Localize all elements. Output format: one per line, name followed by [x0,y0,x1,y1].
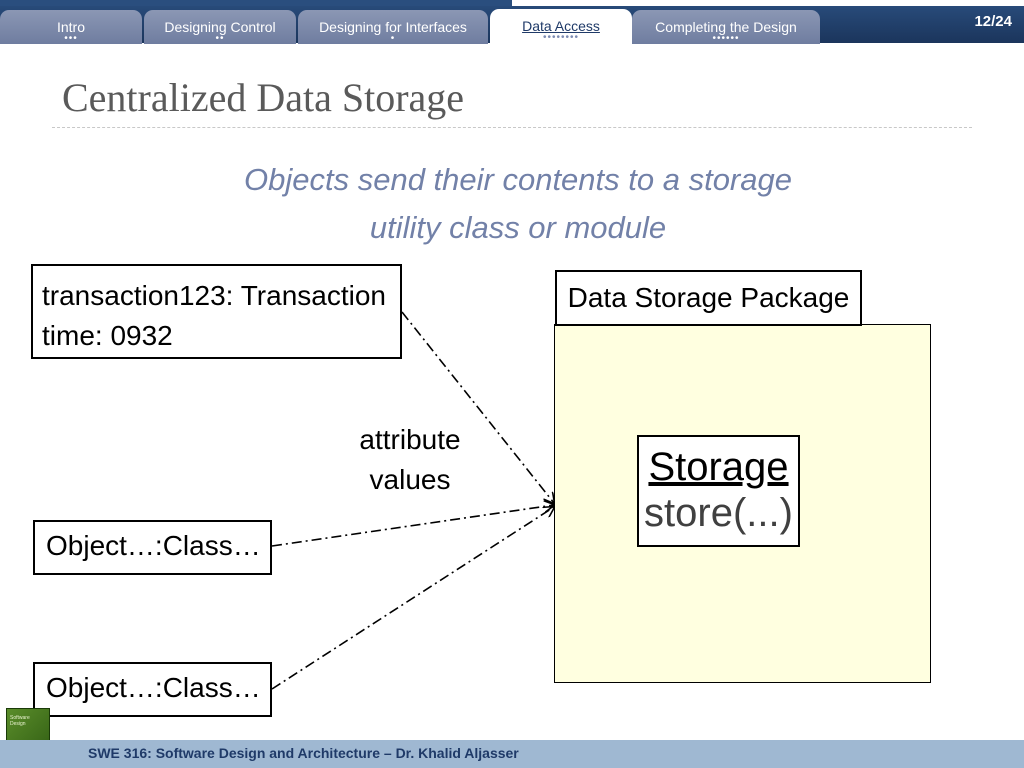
tab-label: Designing Control [164,19,276,35]
object-box-a: Object…:Class… [33,520,272,575]
package-name-tab: Data Storage Package [555,270,862,326]
slide-progress-fill [0,0,512,6]
footer-bar: SWE 316: Software Design and Architectur… [0,740,1024,768]
slide-title: Centralized Data Storage [62,75,465,120]
tab-designing-for-interfaces[interactable]: Designing for Interfaces • [298,10,488,44]
storage-class-name: Storage [648,445,789,489]
footer-text: SWE 316: Software Design and Architectur… [88,745,519,761]
tab-label: Intro [56,19,85,35]
storage-class-box: Storage store(...) [637,435,800,547]
object-box-b: Object…:Class… [33,662,272,717]
tab-slide-dots: ••• [64,33,78,44]
tab-slide-dots: •• [215,33,225,44]
arrow-from-object-a [271,505,554,547]
transaction-object-attribute: time: 0932 [42,320,173,351]
tab-label: Data Access [522,18,600,34]
slide-subtitle: Objects send their contents to a storage… [180,156,856,252]
tab-data-access[interactable]: Data Access •••••••• [490,9,632,44]
page-number: 12/24 [974,13,1012,30]
tab-completing-the-design[interactable]: Completing the Design •••••• [632,10,820,44]
tab-designing-control[interactable]: Designing Control •• [144,10,296,44]
tab-slide-dots: •••••••• [542,32,579,43]
subtitle-line-1: Objects send their contents to a storage [244,162,792,197]
arrow-label-line-2: values [369,464,451,495]
storage-operation: store(...) [644,491,793,535]
tab-slide-dots: •••••• [712,33,740,44]
transaction-object-name: transaction123: Transaction [42,280,386,311]
tab-intro[interactable]: Intro ••• [0,10,142,44]
slide-progress-track [0,0,1024,6]
arrow-label: attribute values [350,420,470,500]
tab-label: Designing for Interfaces [319,19,467,35]
title-divider [52,127,972,128]
subtitle-line-2: utility class or module [369,210,667,245]
arrow-label-line-1: attribute [359,424,461,455]
navigation-bar: Intro ••• Designing Control •• Designing… [0,0,1024,44]
arrow-from-transaction [401,311,554,503]
transaction-object-box: transaction123: Transaction time: 0932 [31,264,402,359]
tab-label: Completing the Design [655,19,797,35]
arrow-from-object-b [271,507,554,690]
tab-slide-dots: • [390,33,396,44]
